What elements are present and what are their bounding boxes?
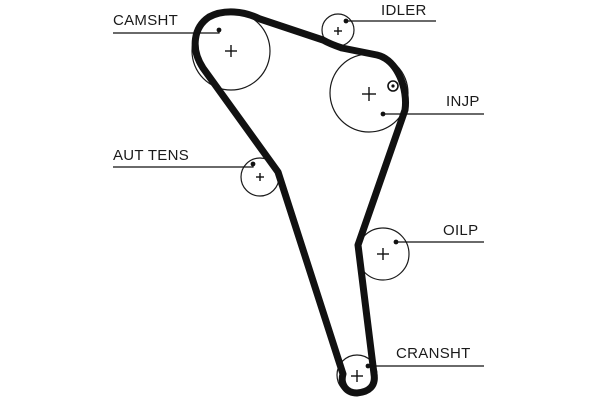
- crankshaft-center-icon: [351, 370, 363, 382]
- injection-pump-leader: [380, 111, 484, 117]
- oil-pump-leader: [393, 239, 484, 245]
- timing-mark-icon: [387, 80, 399, 92]
- crankshaft-label: CRANSHT: [396, 345, 471, 362]
- auto-tensioner-label: AUT TENS: [113, 147, 189, 164]
- timing-belt: [191, 8, 410, 397]
- idler-leader: [343, 18, 436, 24]
- auto-tensioner-leader: [113, 161, 256, 168]
- camshaft-center-icon: [225, 45, 237, 57]
- injection-pump-center-icon: [362, 87, 376, 101]
- idler-label: IDLER: [381, 2, 427, 19]
- camshaft-leader: [113, 27, 222, 34]
- oil-pump-center-icon: [377, 248, 389, 260]
- idler-center-icon: [334, 27, 342, 35]
- oil-pump-label: OILP: [443, 222, 478, 239]
- auto-tensioner-center-icon: [256, 173, 264, 181]
- injection-pump-label: INJP: [446, 93, 480, 110]
- crankshaft-leader: [365, 363, 484, 369]
- camshaft-label: CAMSHT: [113, 12, 178, 29]
